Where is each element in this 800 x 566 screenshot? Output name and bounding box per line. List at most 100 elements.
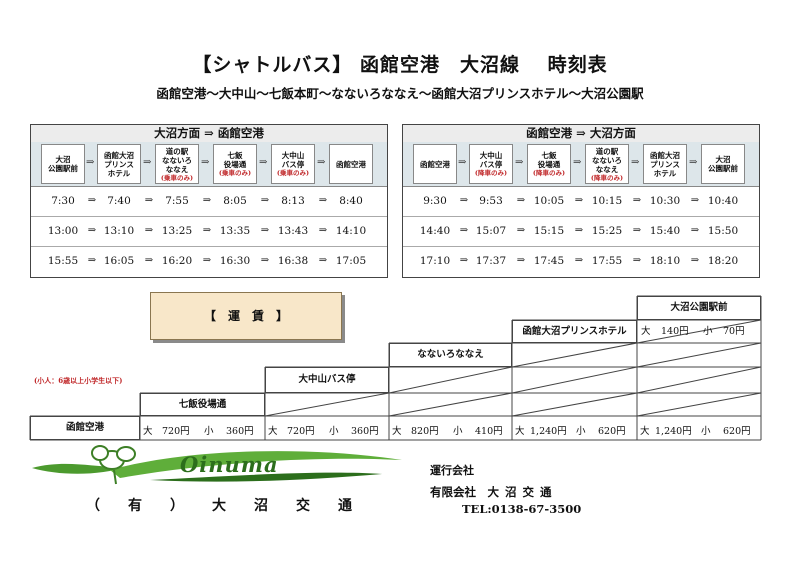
arrow-icon: ⇒	[317, 157, 326, 168]
departure-time: 10:15	[591, 195, 623, 207]
arrow-icon: ⇒	[318, 195, 328, 206]
timetable-to-airport: 大沼方面 ⇒ 函館空港 大沼 公園駅前函館大沼 プリンス ホテル道の駅 なないろ…	[30, 124, 388, 278]
departure-time: 16:30	[219, 255, 251, 267]
arrow-icon: ⇒	[516, 255, 526, 266]
arrow-icon: ⇒	[259, 157, 268, 168]
stop-name: 函館空港	[420, 159, 450, 169]
timetable-row: 17:10⇒17:37⇒17:45⇒17:55⇒18:10⇒18:20	[403, 247, 759, 277]
adult-label: 大	[143, 426, 153, 437]
arrow-icon: ⇒	[144, 255, 154, 266]
timetable-stop-header: 大沼 公園駅前	[701, 144, 745, 184]
timetable-row: 9:30⇒9:53⇒10:05⇒10:15⇒10:30⇒10:40	[403, 187, 759, 217]
stop-name: 函館空港	[336, 159, 366, 169]
adult-label: 大	[640, 426, 650, 437]
timetable-stop-header: 函館空港	[329, 144, 373, 184]
adult-fare: 1,240円	[655, 426, 692, 437]
departure-time: 17:55	[591, 255, 623, 267]
timetable-stop-header: 七飯 役場通(降車のみ)	[527, 144, 571, 184]
departure-time: 14:10	[335, 225, 367, 237]
arrow-icon: ⇒	[574, 255, 584, 266]
arrow-icon: ⇒	[516, 195, 526, 206]
stop-note: (降車のみ)	[532, 169, 566, 177]
timetable-stop-header: 七飯 役場通(乗車のみ)	[213, 144, 257, 184]
arrow-icon: ⇒	[459, 225, 469, 236]
departure-time: 18:10	[649, 255, 681, 267]
departure-time: 9:30	[423, 195, 447, 207]
arrow-icon: ⇒	[260, 225, 270, 236]
departure-time: 8:13	[281, 195, 305, 207]
arrow-icon: ⇒	[632, 225, 642, 236]
stop-name: 大沼 公園駅前	[708, 155, 738, 173]
adult-fare: 720円	[162, 426, 190, 437]
timetable-stop-header: 大沼 公園駅前	[41, 144, 85, 184]
departure-time: 17:37	[475, 255, 507, 267]
timetable-stop-header: 大中山 バス停(降車のみ)	[469, 144, 513, 184]
fare-origin-label: 函館空港	[30, 416, 140, 440]
arrow-icon: ⇒	[87, 255, 97, 266]
child-fare: 360円	[351, 426, 379, 437]
stop-name: 大中山 バス停	[281, 151, 305, 169]
adult-label: 大	[268, 426, 278, 437]
departure-time: 15:55	[47, 255, 79, 267]
child-fare: 620円	[723, 426, 751, 437]
departure-time: 18:20	[707, 255, 739, 267]
departure-time: 13:10	[103, 225, 135, 237]
departure-time: 16:05	[103, 255, 135, 267]
arrow-icon: ⇒	[318, 255, 328, 266]
fare-airport-nanaironanae: 大 820円 小 410円	[389, 424, 512, 440]
arrow-icon: ⇒	[260, 255, 270, 266]
child-label: 小	[329, 426, 339, 437]
departure-time: 17:05	[335, 255, 367, 267]
stop-name: 道の駅 なないろ ななえ	[162, 146, 192, 174]
arrow-icon: ⇒	[689, 157, 698, 168]
timetable-stop-header: 函館大沼 プリンス ホテル	[643, 144, 687, 184]
operator-phone: TEL:0138-67-3500	[462, 502, 582, 516]
departure-time: 17:10	[419, 255, 451, 267]
adult-fare: 140円	[661, 326, 689, 337]
stop-header-strip	[31, 142, 387, 187]
arrow-icon: ⇒	[260, 195, 270, 206]
arrow-icon: ⇒	[574, 225, 584, 236]
stop-name: 函館大沼 プリンス ホテル	[650, 150, 680, 178]
stop-note: (降車のみ)	[474, 169, 508, 177]
adult-label: 大	[515, 426, 525, 437]
timetable-stop-header: 道の駅 なないろ ななえ(乗車のみ)	[155, 144, 199, 184]
route-description: 函館空港～大中山～七飯本町～なないろななえ～函館大沼プリンスホテル～大沼公園駅	[156, 86, 644, 101]
child-fare: 620円	[598, 426, 626, 437]
fare-dest-onakayama: 大中山バス停	[265, 367, 389, 393]
arrow-icon: ⇒	[458, 157, 467, 168]
child-label: 小	[703, 326, 713, 337]
arrow-icon: ⇒	[202, 195, 212, 206]
departure-time: 10:05	[533, 195, 565, 207]
adult-fare: 720円	[287, 426, 315, 437]
stop-note: (乗車のみ)	[276, 169, 310, 177]
company-name-ja: （有）大沼交通	[86, 498, 380, 514]
stop-note: (乗車のみ)	[218, 169, 252, 177]
arrow-icon: ⇒	[516, 225, 526, 236]
arrow-icon: ⇒	[573, 157, 582, 168]
arrow-icon: ⇒	[632, 195, 642, 206]
departure-time: 15:15	[533, 225, 565, 237]
timetable-row: 7:30⇒7:40⇒7:55⇒8:05⇒8:13⇒8:40	[31, 187, 387, 217]
fare-airport-prince-hotel: 大 1,240円 小 620円	[512, 424, 637, 440]
timetable-row: 15:55⇒16:05⇒16:20⇒16:30⇒16:38⇒17:05	[31, 247, 387, 277]
arrow-icon: ⇒	[690, 255, 700, 266]
timetable-heading: 大沼方面 ⇒ 函館空港	[31, 125, 387, 143]
fare-dest-onuma-station: 大沼公園駅前	[637, 296, 761, 320]
arrow-icon: ⇒	[690, 225, 700, 236]
fare-dest-shichinohe: 七飯役場通	[140, 393, 265, 416]
timetable-stop-header: 大中山 バス停(乗車のみ)	[271, 144, 315, 184]
departure-time: 13:35	[219, 225, 251, 237]
child-fare-note: (小人：6歳以上小学生以下)	[34, 376, 123, 385]
timetable-stop-header: 函館大沼 プリンス ホテル	[97, 144, 141, 184]
arrow-icon: ⇒	[574, 195, 584, 206]
arrow-icon: ⇒	[144, 225, 154, 236]
page-title: 【シャトルバス】 函館空港 大沼線 時刻表	[192, 54, 608, 76]
timetable-heading: 函館空港 ⇒ 大沼方面	[403, 125, 759, 143]
departure-time: 7:55	[165, 195, 189, 207]
departure-time: 15:40	[649, 225, 681, 237]
departure-time: 16:20	[161, 255, 193, 267]
company-logo-graphic	[32, 445, 402, 485]
departure-time: 17:45	[533, 255, 565, 267]
child-label: 小	[701, 426, 711, 437]
